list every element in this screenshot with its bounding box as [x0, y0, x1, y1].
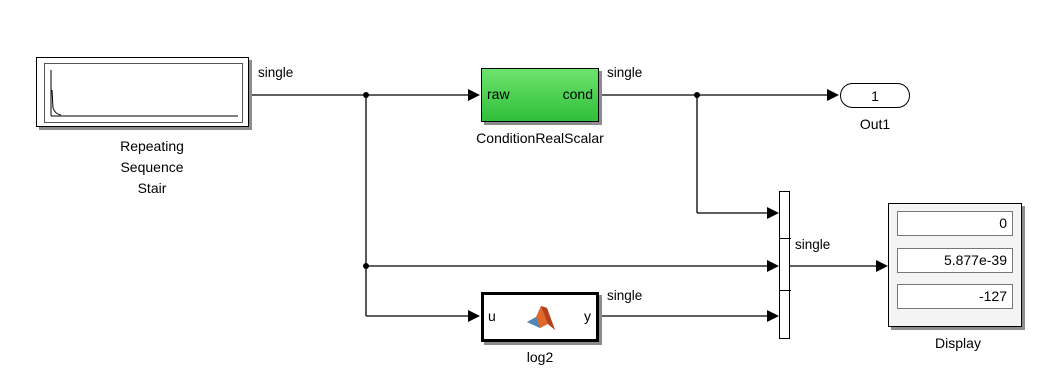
arrowhead [468, 310, 480, 322]
log2-block-name: log2 [526, 349, 554, 365]
crs-input-port-label: raw [487, 86, 510, 102]
signal-label-log2-out: single [607, 288, 643, 303]
display-block[interactable]: 0 5.877e-39 -127 [888, 203, 1022, 327]
signal-label-rss-out: single [258, 65, 294, 80]
display-value-3: -127 [897, 284, 1013, 309]
branch-point [363, 92, 369, 98]
scope-icon [44, 63, 243, 123]
rss-block-name: Repeating Sequence Stair [92, 136, 212, 199]
repeating-sequence-stair-block[interactable] [36, 57, 249, 127]
log2-output-port-label: y [584, 308, 591, 324]
signal-label-mux-out: single [795, 237, 831, 252]
signal-label-crs-out: single [607, 65, 643, 80]
arrowhead [827, 89, 839, 101]
log2-matlab-function-block[interactable]: u y [481, 292, 599, 342]
mux-block[interactable] [779, 191, 791, 339]
arrowhead [767, 310, 779, 322]
arrowhead [468, 89, 480, 101]
out1-block-name: Out1 [859, 116, 891, 132]
display-block-name: Display [935, 335, 981, 351]
display-value-2: 5.877e-39 [897, 248, 1013, 273]
matlab-logo-icon [527, 306, 555, 330]
condition-real-scalar-block[interactable]: raw cond [481, 68, 599, 122]
crs-block-name: ConditionRealScalar [476, 130, 604, 146]
out1-outport-block[interactable]: 1 [840, 83, 910, 108]
stair-plot-icon [50, 70, 238, 117]
mux-divider [780, 238, 791, 239]
mux-divider [780, 290, 791, 291]
rss-name-line: Repeating [120, 138, 184, 154]
arrowhead [767, 207, 779, 219]
rss-name-line: Sequence [120, 159, 184, 175]
branch-point [694, 92, 700, 98]
crs-output-port-label: cond [562, 86, 593, 102]
arrowhead [767, 260, 779, 272]
rss-name-line: Stair [137, 180, 167, 196]
branch-point [363, 263, 369, 269]
display-value-1: 0 [897, 211, 1013, 236]
log2-input-port-label: u [488, 308, 496, 324]
arrowhead [876, 260, 888, 272]
